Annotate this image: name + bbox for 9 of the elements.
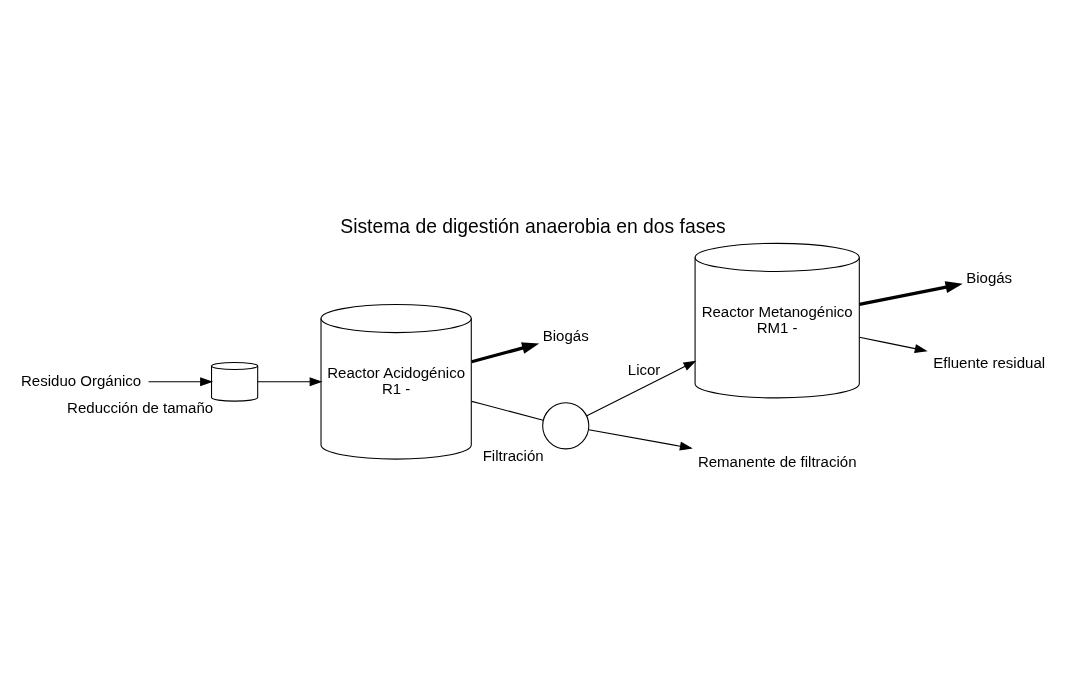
node-label: Reducción de tamaño (67, 398, 214, 416)
node-text: Efluente residual (933, 353, 1046, 371)
node-text: Biogás (542, 326, 589, 344)
diagram-title: Sistema de digestión anaerobia en dos fases (340, 215, 726, 237)
node-text: Residuo Orgánico (21, 371, 142, 389)
node-text: Biogás (966, 268, 1013, 286)
edge-label: Licor (627, 360, 661, 378)
node-label: Filtración (482, 446, 544, 464)
node-text: Remanente de filtración (697, 452, 857, 470)
